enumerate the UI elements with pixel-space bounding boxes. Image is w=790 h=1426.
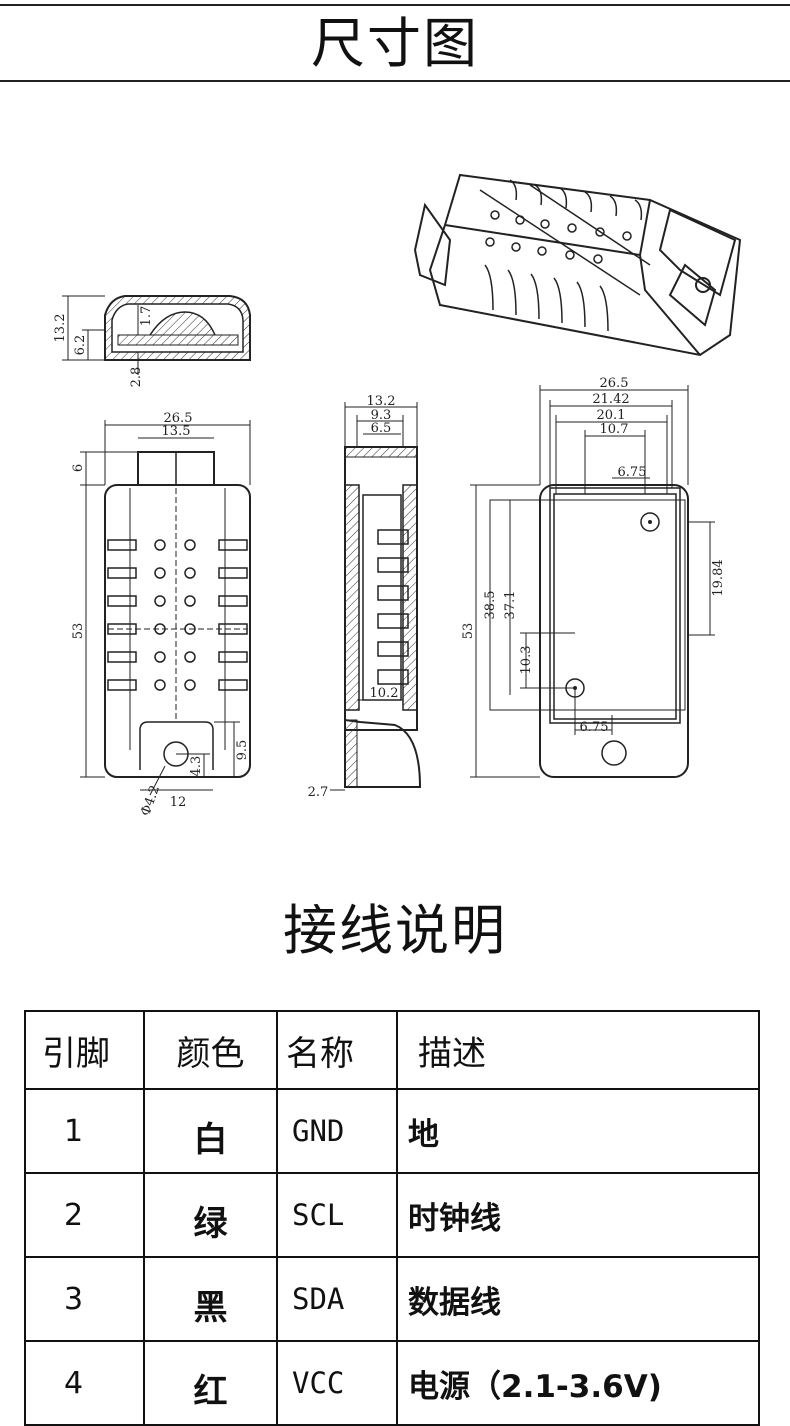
pin-number: 3 <box>24 1256 145 1342</box>
pin-table: 引脚 颜色 名称 描述 1 白 GND 地 2 绿 SCL 时钟线 3 黑 SD… <box>24 1010 760 1426</box>
wire-color: 白 <box>143 1088 278 1174</box>
table-row: 3 黑 SDA 数据线 <box>24 1256 760 1342</box>
signal-name: SCL <box>276 1172 398 1258</box>
dim-side-width: 13.2 <box>367 394 396 409</box>
dim-rear-hole-spacing: 19.84 <box>711 559 726 596</box>
dim-front-slot: 12 <box>170 795 187 810</box>
wire-color: 绿 <box>143 1172 278 1258</box>
dim-front-width: 26.5 <box>164 411 193 426</box>
dim-end-base: 6.2 <box>73 335 88 356</box>
wire-color: 红 <box>143 1340 278 1426</box>
title-bar: 尺寸图 <box>0 0 790 84</box>
table-header-row: 引脚 颜色 名称 描述 <box>24 1010 760 1090</box>
header-color: 颜色 <box>143 1010 278 1090</box>
signal-name: GND <box>276 1088 398 1174</box>
dim-front-hole-offset: 4.3 <box>189 756 204 777</box>
dim-front-height: 53 <box>71 623 86 640</box>
front-view: 26.5 13.5 6 53 9.5 4.3 Φ4.2 12 <box>71 411 251 819</box>
table-row: 4 红 VCC 电源（2.1-3.6V) <box>24 1340 760 1426</box>
signal-name: VCC <box>276 1340 398 1426</box>
dim-side-depth: 10.2 <box>370 686 399 701</box>
header-name: 名称 <box>276 1010 398 1090</box>
dim-rear-board: 20.1 <box>597 408 626 423</box>
dim-end-height: 13.2 <box>53 314 68 343</box>
dim-side-core: 6.5 <box>371 421 392 436</box>
wire-color: 黑 <box>143 1256 278 1342</box>
dim-front-connector: 13.5 <box>162 424 191 439</box>
dim-rear-hole-top: 6.75 <box>618 465 647 480</box>
signal-desc: 地 <box>396 1088 760 1174</box>
dim-end-dome: 1.7 <box>139 306 154 327</box>
title-rule-top <box>0 4 790 6</box>
dim-side-base: 2.7 <box>308 785 329 800</box>
pin-number: 1 <box>24 1088 145 1174</box>
signal-desc: 数据线 <box>396 1256 760 1342</box>
dim-rear-pcb-outer: 38.5 <box>483 591 498 620</box>
dim-side-inner: 9.3 <box>371 408 392 423</box>
title-rule-bottom <box>0 80 790 82</box>
dim-rear-frame: 21.42 <box>592 392 629 407</box>
dim-rear-chip: 10.7 <box>600 422 629 437</box>
wiring-title: 接线说明 <box>283 899 507 962</box>
header-desc: 描述 <box>396 1010 760 1090</box>
dim-rear-height: 53 <box>461 623 476 640</box>
side-view: 13.2 9.3 6.5 10.2 2.7 <box>308 394 422 800</box>
dim-end-floor: 2.8 <box>129 367 144 388</box>
dim-rear-hole-bottom: 6.75 <box>580 720 609 735</box>
table-row: 2 绿 SCL 时钟线 <box>24 1172 760 1258</box>
signal-desc: 时钟线 <box>396 1172 760 1258</box>
dim-front-mount: 9.5 <box>235 740 250 761</box>
header-pin: 引脚 <box>24 1010 145 1090</box>
dimension-drawing: 13.2 6.2 1.7 2.8 <box>53 173 742 819</box>
isometric-view <box>413 173 742 357</box>
signal-desc: 电源（2.1-3.6V) <box>396 1340 760 1426</box>
dim-rear-hole-low: 10.3 <box>519 646 534 675</box>
pin-number: 2 <box>24 1172 145 1258</box>
dim-front-hole-dia: Φ4.2 <box>138 784 163 819</box>
table-row: 1 白 GND 地 <box>24 1088 760 1174</box>
dim-rear-width: 26.5 <box>600 376 629 391</box>
pin-number: 4 <box>24 1340 145 1426</box>
signal-name: SDA <box>276 1256 398 1342</box>
rear-view: 26.5 21.42 20.1 10.7 6.75 19.84 38.5 37.… <box>461 376 726 778</box>
page-title: 尺寸图 <box>311 12 479 75</box>
dim-front-tab: 6 <box>71 464 86 472</box>
end-view: 13.2 6.2 1.7 2.8 <box>53 295 251 388</box>
dim-rear-pcb-inner: 37.1 <box>503 591 518 620</box>
